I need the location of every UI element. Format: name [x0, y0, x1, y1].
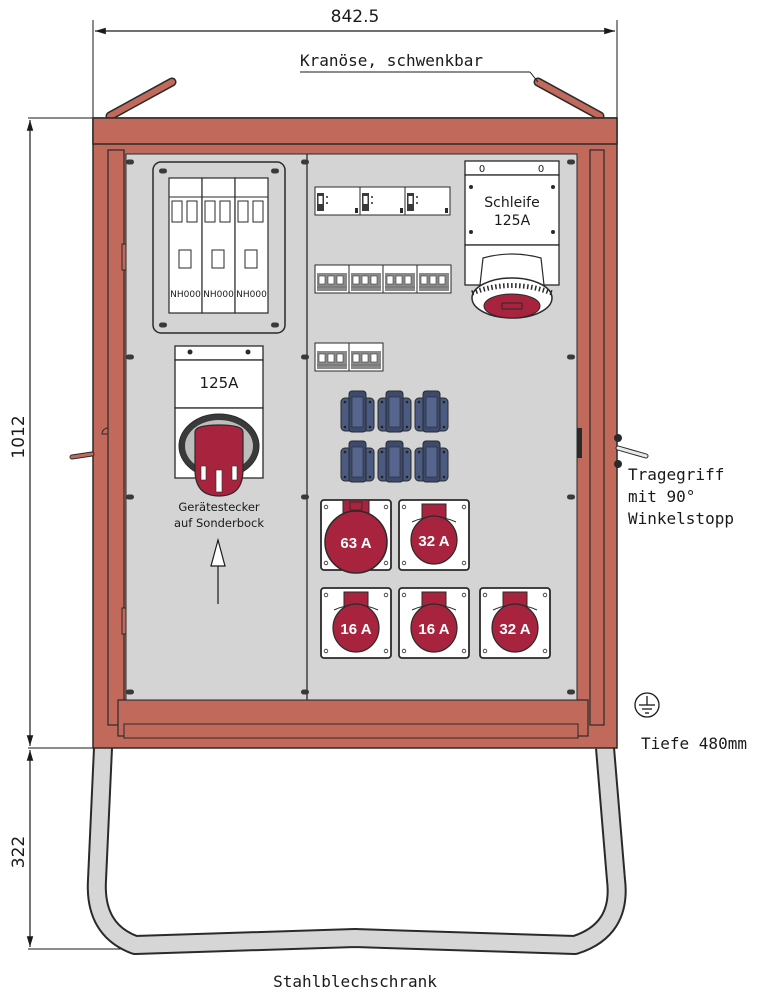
nh-fuse-label: NH000	[203, 290, 234, 300]
screw-icon	[271, 168, 279, 174]
panel-screws	[126, 159, 575, 695]
mcb-row-2	[314, 342, 384, 372]
loop-socket-label-2: 125A	[494, 213, 531, 229]
depth-label: Tiefe 480mm	[641, 734, 747, 753]
nh-fuse-label: NH000	[236, 290, 267, 300]
rcd-breaker[interactable]	[314, 186, 361, 216]
screw-icon	[126, 689, 134, 695]
screw-icon	[126, 354, 134, 360]
screw-icon	[567, 689, 575, 695]
cee-socket[interactable]: 63 A	[320, 499, 392, 574]
screw-icon	[301, 689, 309, 695]
cee-socket-group: 63 A 32 A 16 A 16 A 32 A	[320, 499, 551, 659]
mcb-breaker[interactable]	[382, 264, 418, 294]
mcb-breaker[interactable]	[416, 264, 452, 294]
nh-fuse[interactable]: NH000	[234, 177, 269, 314]
loop-socket-label-1: Schleife	[484, 195, 539, 211]
screw-icon	[567, 354, 575, 360]
crane-eye-left	[105, 77, 177, 121]
cee-socket-rating: 16 A	[418, 621, 449, 638]
height-dimension: 1012	[9, 117, 93, 749]
height-dimension-label: 1012	[9, 415, 29, 458]
mcb-breaker[interactable]	[314, 264, 350, 294]
screw-icon	[301, 159, 309, 165]
nh-fuse[interactable]: NH000	[168, 177, 203, 314]
handle-label-line2: mit 90°	[628, 487, 695, 506]
schuko-socket[interactable]	[414, 440, 449, 483]
schuko-socket[interactable]	[377, 390, 412, 433]
screw-icon	[567, 159, 575, 165]
inlet-plug-callout: Gerätestecker auf Sonderbock	[174, 500, 264, 604]
rcd-row	[314, 186, 451, 216]
schuko-socket[interactable]	[340, 390, 375, 433]
inlet-plug-125a[interactable]: 125A	[174, 345, 264, 497]
carry-handle[interactable]	[574, 428, 649, 468]
ground-symbol-icon	[634, 692, 660, 718]
schuko-socket[interactable]	[340, 440, 375, 483]
handle-label-line3: Winkelstopp	[628, 509, 734, 528]
frame-height-dimension-label: 322	[9, 836, 29, 868]
crane-eye-right	[533, 77, 605, 121]
mcb-breaker[interactable]	[348, 264, 384, 294]
crane-eye-callout: Kranöse, schwenkbar	[300, 51, 539, 83]
screw-icon	[271, 322, 279, 328]
screw-icon	[126, 494, 134, 500]
width-dimension: 842.5	[92, 7, 618, 118]
screw-icon	[301, 354, 309, 360]
base-frame	[86, 747, 627, 955]
cee-socket[interactable]: 16 A	[398, 587, 470, 659]
width-dimension-label: 842.5	[331, 7, 380, 27]
crane-eye-label: Kranöse, schwenkbar	[300, 51, 483, 70]
rcd-breaker[interactable]	[359, 186, 406, 216]
nh-fuse[interactable]: NH000	[201, 177, 236, 314]
mcb-row-1	[314, 264, 452, 294]
inlet-plug-rating: 125A	[200, 374, 240, 392]
screw-icon	[126, 159, 134, 165]
schuko-socket[interactable]	[377, 440, 412, 483]
cee-socket[interactable]: 32 A	[479, 587, 551, 659]
frame-height-dimension: 322	[9, 750, 130, 950]
screw-icon	[159, 322, 167, 328]
plug-label-line1: Gerätestecker	[178, 500, 260, 514]
loop-switch-right: 0	[538, 164, 544, 175]
cee-socket-rating: 16 A	[340, 621, 371, 638]
mcb-breaker[interactable]	[314, 342, 350, 372]
screw-icon	[567, 494, 575, 500]
cee-socket-rating: 32 A	[499, 621, 530, 638]
loop-switch-left: 0	[479, 164, 485, 175]
cee-socket[interactable]: 32 A	[398, 499, 470, 571]
schuko-socket-group	[340, 390, 449, 483]
mcb-breaker[interactable]	[348, 342, 384, 372]
cee-socket[interactable]: 16 A	[320, 587, 392, 659]
plug-label-line2: auf Sonderbock	[174, 516, 264, 530]
rcd-breaker[interactable]	[404, 186, 451, 216]
handle-label-line1: Tragegriff	[628, 465, 724, 484]
handle-callout: Tragegriff mit 90° Winkelstopp	[628, 465, 734, 528]
screw-icon	[159, 168, 167, 174]
nh-fuse-label: NH000	[170, 290, 201, 300]
loop-socket-125a[interactable]: 0 0 Schleife 125A	[464, 160, 560, 319]
cee-socket-rating: 32 A	[418, 533, 449, 550]
cee-socket-rating: 63 A	[340, 535, 371, 552]
drawing-title: Stahlblechschrank	[273, 972, 437, 991]
schuko-socket[interactable]	[414, 390, 449, 433]
screw-icon	[301, 494, 309, 500]
